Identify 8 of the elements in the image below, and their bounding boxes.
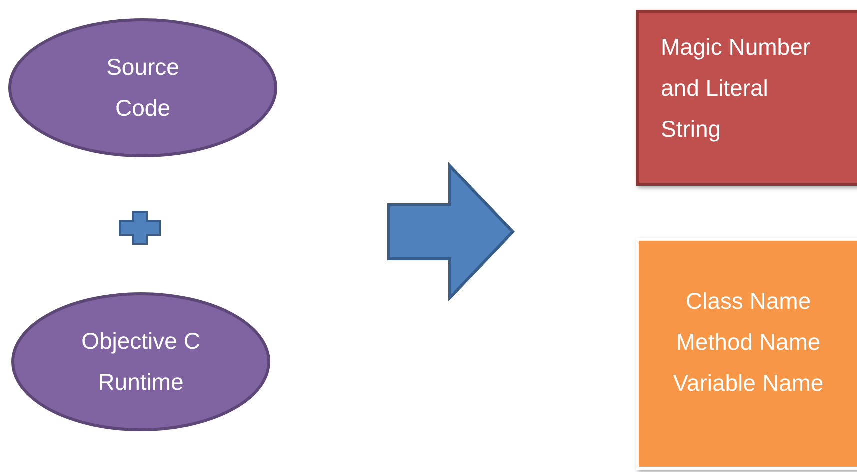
node-text: Class Name bbox=[686, 287, 812, 316]
node-text: Objective C Runtime bbox=[81, 327, 201, 397]
process-box bbox=[636, 10, 857, 186]
process-box bbox=[636, 238, 857, 470]
node-text: Method Name bbox=[676, 328, 821, 357]
node-text: Variable Name bbox=[673, 369, 824, 398]
node-text: Source Code bbox=[106, 53, 180, 123]
node-text: Magic Number and Literal String bbox=[661, 33, 812, 144]
